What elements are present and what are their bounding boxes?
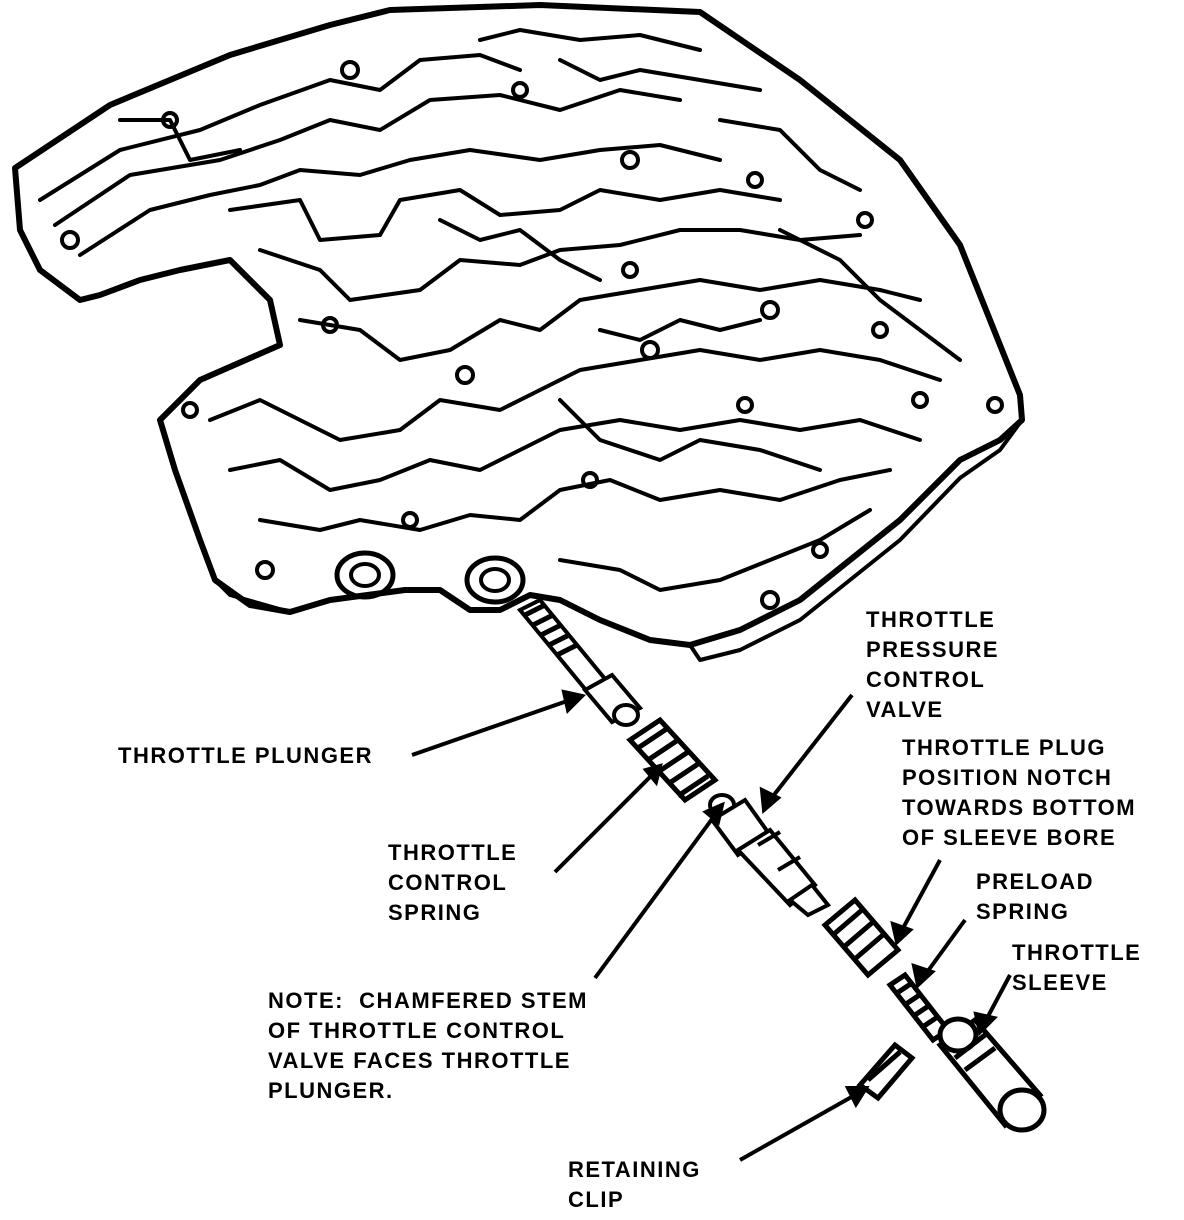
throttle-plunger-label: THROTTLE PLUNGER	[118, 743, 373, 768]
preload-spring-label: PRELOAD SPRING	[976, 869, 1095, 924]
throttle-sleeve	[936, 1016, 1047, 1133]
throttle-plug-note-label: THROTTLE PLUG POSITION NOTCH TOWARDS BOT…	[902, 735, 1137, 850]
throttle-pressure-control-valve-label: THROTTLE PRESSURE CONTROL VALVE	[866, 607, 1000, 722]
throttle-plunger	[516, 597, 644, 727]
retaining-clip-label: RETAINING CLIP	[568, 1157, 701, 1212]
retaining-clip	[856, 1041, 916, 1102]
throttle-control-spring	[626, 716, 719, 804]
chamfered-stem-note: NOTE: CHAMFERED STEM OF THROTTLE CONTROL…	[268, 988, 588, 1103]
throttle-pressure-control-valve	[708, 793, 832, 918]
leader-arrows	[411, 689, 1012, 1162]
throttle-control-spring-label: THROTTLE CONTROL SPRING	[388, 840, 518, 925]
throttle-plug	[821, 896, 902, 979]
throttle-sleeve-label: THROTTLE SLEEVE	[1012, 940, 1142, 995]
valve-body	[12, 2, 1025, 662]
